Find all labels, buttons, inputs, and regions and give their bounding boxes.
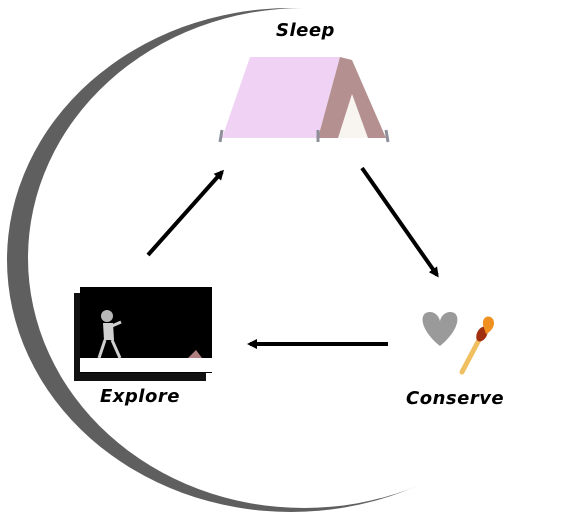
- arrow-sleep-to-conserve: [360, 166, 439, 278]
- heart-icon: [422, 312, 458, 346]
- tent-icon: [218, 57, 390, 143]
- explorer-icon: [74, 287, 212, 381]
- match-icon: [459, 316, 494, 375]
- arrow-explore-to-sleep: [146, 169, 224, 257]
- background-ellipse: [7, 8, 580, 512]
- explore-label: Explore: [100, 386, 180, 407]
- conserve-label: Conserve: [406, 388, 505, 409]
- sleep-label: Sleep: [276, 20, 335, 41]
- cycle-arrows: [146, 166, 439, 349]
